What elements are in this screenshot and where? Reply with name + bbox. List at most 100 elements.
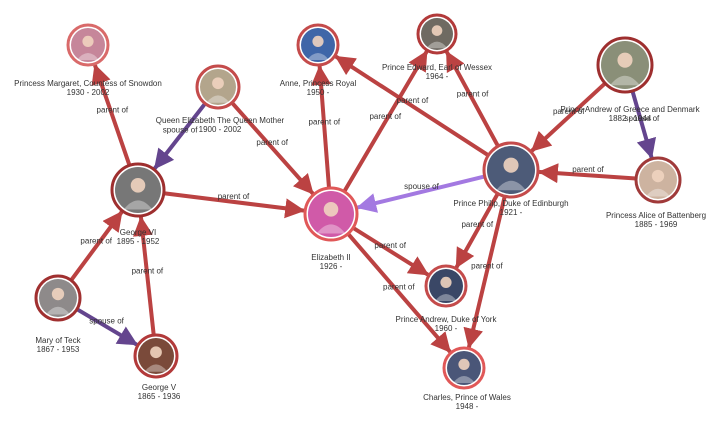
edge-line	[229, 100, 315, 196]
edge-george6-margaret: parent of	[91, 63, 132, 168]
edge-andrew_greece-alice: spouse of	[625, 88, 660, 159]
edge-line	[74, 307, 139, 347]
portrait-face	[458, 358, 470, 370]
node-dates: 1895 - 1952	[117, 237, 160, 246]
node-name: Princess Margaret, Countess of Snowdon	[14, 79, 162, 88]
node-name: Charles, Prince of Wales	[423, 393, 511, 402]
portrait-shoulders	[496, 180, 526, 191]
edge-elizabeth-andrew_york: parent of	[351, 225, 430, 277]
edge-label: parent of	[218, 192, 250, 201]
edge-label: parent of	[256, 138, 288, 147]
node-dates: 1950 -	[307, 88, 330, 97]
edge-qm-george6: spouse of	[153, 101, 208, 170]
portrait-face	[130, 178, 146, 193]
node-margaret[interactable]: Princess Margaret, Countess of Snowdon19…	[14, 23, 162, 97]
edge-line	[311, 64, 332, 191]
node-name: George V	[142, 383, 177, 392]
edge-philip-anne: parent of	[334, 54, 491, 158]
node-name: Queen Elizabeth The Queen Mother	[156, 116, 285, 125]
edge-philip-edward: parent of	[445, 50, 501, 149]
edge-line	[630, 88, 657, 159]
portrait-shoulders	[206, 95, 230, 103]
edge-label: spouse of	[163, 126, 198, 135]
node-name: Prince Andrew of Greece and Denmark	[560, 105, 700, 114]
edge-label: parent of	[132, 266, 164, 275]
portrait-shoulders	[426, 41, 448, 49]
edge-line	[445, 50, 501, 149]
node-dates: 1960 -	[435, 324, 458, 333]
node-dates: 1900 - 2002	[199, 125, 242, 134]
portrait-shoulders	[435, 294, 457, 301]
portrait-face	[51, 287, 65, 301]
portrait-face	[150, 346, 162, 359]
edge-george5-george6: parent of	[132, 215, 164, 338]
edge-label: parent of	[97, 106, 129, 115]
node-dates: 1948 -	[456, 402, 479, 411]
node-andrew_greece[interactable]: Prince Andrew of Greece and Denmark1882 …	[560, 36, 701, 123]
edge-label: parent of	[457, 89, 489, 98]
edge-line	[161, 191, 306, 219]
edge-alice-philip: parent of	[537, 163, 639, 184]
edge-mary-george6: parent of	[69, 210, 124, 283]
portrait-shoulders	[645, 188, 671, 197]
node-name: Prince Andrew, Duke of York	[396, 315, 498, 324]
portrait-shoulders	[610, 75, 640, 86]
portrait-face	[617, 52, 633, 68]
portrait-face	[212, 77, 224, 90]
node-name: Princess Alice of Battenberg	[606, 211, 706, 220]
portrait-face	[82, 35, 94, 48]
edge-line	[342, 50, 429, 194]
node-dates: 1865 - 1936	[138, 392, 181, 401]
edge-label: spouse of	[89, 317, 124, 326]
node-dates: 1885 - 1969	[635, 220, 678, 229]
node-dates: 1930 - 2002	[67, 88, 110, 97]
portrait-face	[651, 169, 665, 183]
edge-label: parent of	[374, 241, 406, 250]
edge-philip-andrew_york: parent of	[454, 191, 500, 269]
edge-line	[153, 101, 208, 170]
edge-george6-elizabeth: parent of	[161, 191, 306, 219]
node-dates: 1921 -	[500, 208, 523, 217]
portrait-face	[323, 202, 339, 217]
edge-label: parent of	[309, 118, 341, 127]
edge-label: parent of	[461, 220, 493, 229]
node-dates: 1882 - 1944	[609, 114, 652, 123]
node-dates: 1964 -	[426, 72, 449, 81]
edge-label: spouse of	[625, 114, 660, 123]
edge-label: spouse of	[404, 182, 439, 191]
edge-line	[334, 54, 491, 158]
portrait-shoulders	[144, 364, 168, 372]
node-dates: 1926 -	[320, 262, 343, 271]
portrait-face	[503, 157, 519, 173]
edge-philip-elizabeth: spouse of	[356, 174, 487, 213]
node-name: Prince Edward, Earl of Wessex	[382, 63, 492, 72]
portrait-shoulders	[77, 53, 99, 60]
portrait-shoulders	[453, 376, 475, 383]
edge-line	[351, 225, 430, 277]
portrait-shoulders	[316, 224, 346, 234]
edge-line	[133, 215, 156, 338]
edge-line	[345, 231, 452, 354]
edge-andrew_greece-philip: parent of	[530, 81, 608, 153]
edge-label: parent of	[471, 261, 503, 270]
edge-elizabeth-charles: parent of	[345, 231, 452, 354]
edge-label: parent of	[572, 165, 604, 174]
edge-line	[530, 81, 608, 153]
edge-label: parent of	[397, 96, 429, 105]
edge-line	[69, 210, 124, 283]
edge-label: parent of	[80, 236, 112, 245]
edge-label: parent of	[553, 107, 585, 116]
